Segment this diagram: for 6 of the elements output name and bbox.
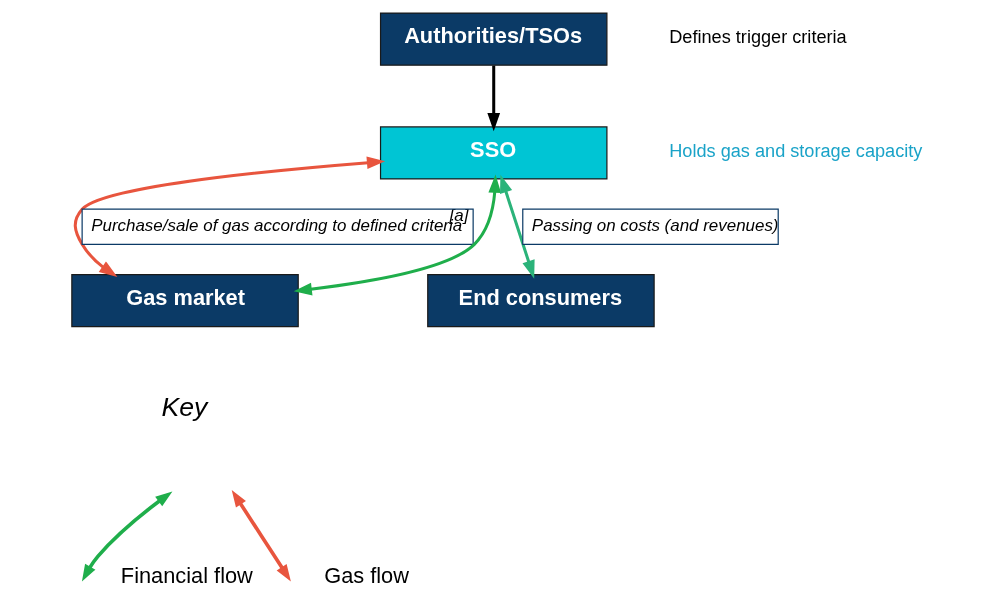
legend-label: Financial flow xyxy=(120,563,253,589)
edge-label: Passing on costs (and revenues) xyxy=(531,215,779,235)
label: Key xyxy=(161,391,208,422)
legend-label: Gas flow xyxy=(324,563,409,589)
node-label: Defines trigger criteria xyxy=(669,27,847,48)
node-label: Holds gas and storage capacity xyxy=(669,141,923,162)
